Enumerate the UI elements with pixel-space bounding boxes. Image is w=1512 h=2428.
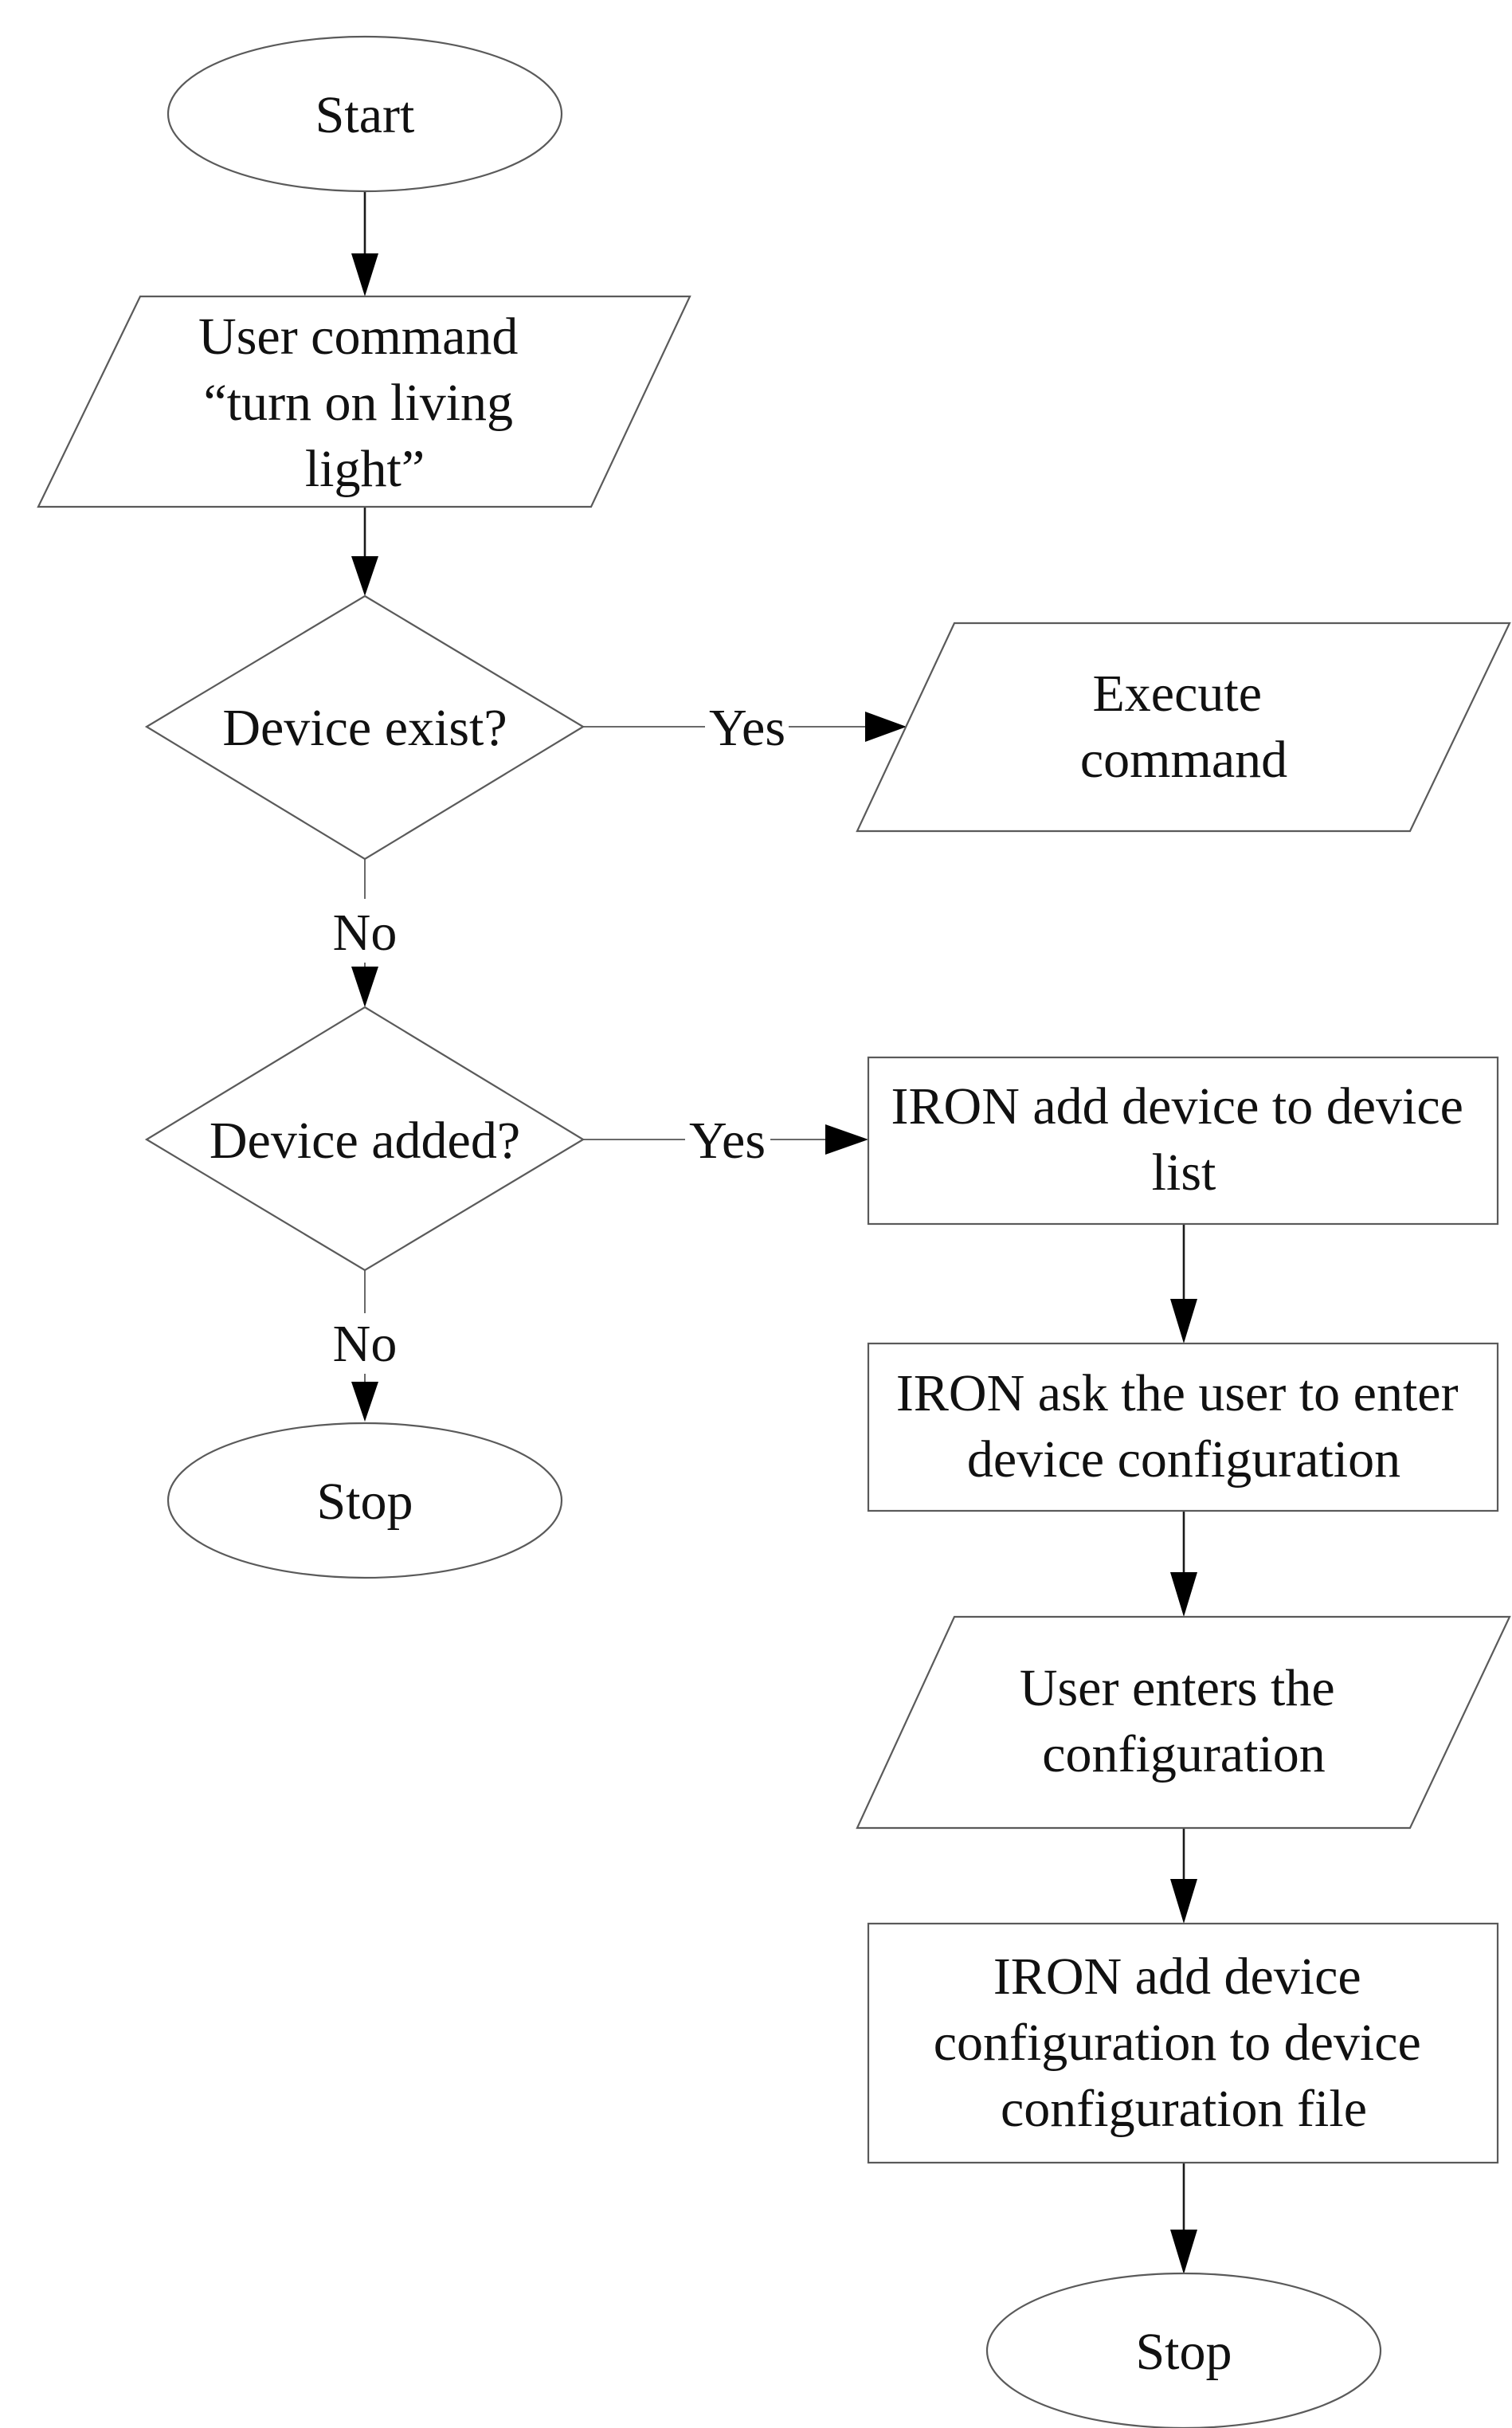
svg-text:Stop: Stop xyxy=(1135,2323,1232,2381)
node-stop-left-label: Stop xyxy=(316,1473,413,1531)
svg-text:User command “turn on li: User command “turn on living light” xyxy=(198,308,531,498)
process-shape xyxy=(867,1922,1499,2164)
node-add-config-file-line-3: configuration file xyxy=(1001,2080,1367,2138)
node-add-to-list: IRON add device to device list xyxy=(867,1056,1499,1226)
arrowhead xyxy=(1170,2230,1197,2274)
node-ask-config: IRON ask the user to enter device config… xyxy=(867,1342,1499,1512)
connectors xyxy=(351,191,1197,2274)
output-shape xyxy=(856,622,1511,833)
process-shape xyxy=(867,1342,1499,1512)
svg-text:Device exist?: Device exist? xyxy=(222,699,507,757)
terminal-shape xyxy=(166,35,563,193)
node-execute-command-line-1: Execute xyxy=(1092,665,1262,723)
svg-text:IRON ask the user to enter: IRON ask the user to enter device config… xyxy=(896,1364,1471,1489)
decision-shape xyxy=(144,594,586,861)
arrowhead xyxy=(825,1124,868,1155)
node-stop-right-label: Stop xyxy=(1135,2323,1232,2381)
node-ask-config-line-1: IRON ask the user to enter xyxy=(896,1364,1459,1422)
node-device-exist: Device exist? xyxy=(144,594,586,861)
arrowhead xyxy=(1170,1879,1197,1924)
node-start: Start xyxy=(166,35,563,193)
node-stop-left: Stop xyxy=(166,1422,563,1579)
svg-text:Execute command: Execute command xyxy=(1080,665,1287,789)
input-shape xyxy=(856,1615,1511,1830)
node-execute-command-line-2: command xyxy=(1080,731,1287,789)
node-user-command-line-1: User command xyxy=(198,308,518,366)
node-ask-config-line-2: device configuration xyxy=(967,1430,1400,1489)
node-add-config-file: IRON add device configuration to device … xyxy=(867,1922,1499,2164)
arrowhead xyxy=(351,1382,378,1422)
node-user-enters-line-2: configuration xyxy=(1042,1725,1326,1783)
node-user-enters-line-1: User enters the xyxy=(1020,1659,1335,1717)
arrowhead xyxy=(865,712,907,742)
node-execute-command: Execute command xyxy=(856,622,1511,833)
decision-shape xyxy=(144,1006,586,1272)
node-user-command-line-3: light” xyxy=(305,440,425,498)
arrowhead xyxy=(351,253,378,296)
node-device-added-label: Device added? xyxy=(210,1112,520,1170)
terminal-shape xyxy=(166,1422,563,1579)
edge-label-added-yes: Yes xyxy=(689,1112,766,1170)
arrowhead xyxy=(1170,1572,1197,1617)
node-start-label: Start xyxy=(315,86,415,144)
edge-label-exist-no: No xyxy=(333,904,398,962)
node-user-enters: User enters the configuration xyxy=(856,1615,1511,1830)
svg-text:Start: Start xyxy=(315,86,415,144)
node-add-to-list-line-1: IRON add device to device xyxy=(891,1077,1463,1136)
edge-label-exist-yes: Yes xyxy=(709,699,785,757)
terminal-shape xyxy=(985,2272,1382,2428)
node-user-command-line-2: “turn on living xyxy=(203,374,513,432)
node-user-command: User command “turn on living light” xyxy=(37,295,691,508)
process-shape xyxy=(867,1056,1499,1226)
node-stop-right: Stop xyxy=(985,2272,1382,2428)
arrowhead xyxy=(1170,1299,1197,1343)
node-add-config-file-line-2: configuration to device xyxy=(934,2014,1421,2072)
node-device-added: Device added? xyxy=(144,1006,586,1272)
input-shape xyxy=(37,295,691,508)
arrowhead xyxy=(351,556,378,596)
node-add-to-list-line-2: list xyxy=(1152,1143,1216,1202)
arrowhead xyxy=(351,967,378,1007)
svg-text:User enters the configur: User enters the configuration xyxy=(1020,1659,1348,1783)
node-device-exist-label: Device exist? xyxy=(222,699,507,757)
svg-text:Stop: Stop xyxy=(316,1473,413,1531)
svg-text:IRON add device configur: IRON add device configuration to device … xyxy=(934,1947,1435,2138)
edge-label-added-no: No xyxy=(333,1315,398,1373)
node-add-config-file-line-1: IRON add device xyxy=(993,1947,1361,2006)
svg-text:IRON add device to device: IRON add device to device list xyxy=(891,1077,1477,1202)
edge-labels: Yes No Yes No xyxy=(333,699,785,1373)
svg-text:Device added?: Device added? xyxy=(210,1112,520,1170)
